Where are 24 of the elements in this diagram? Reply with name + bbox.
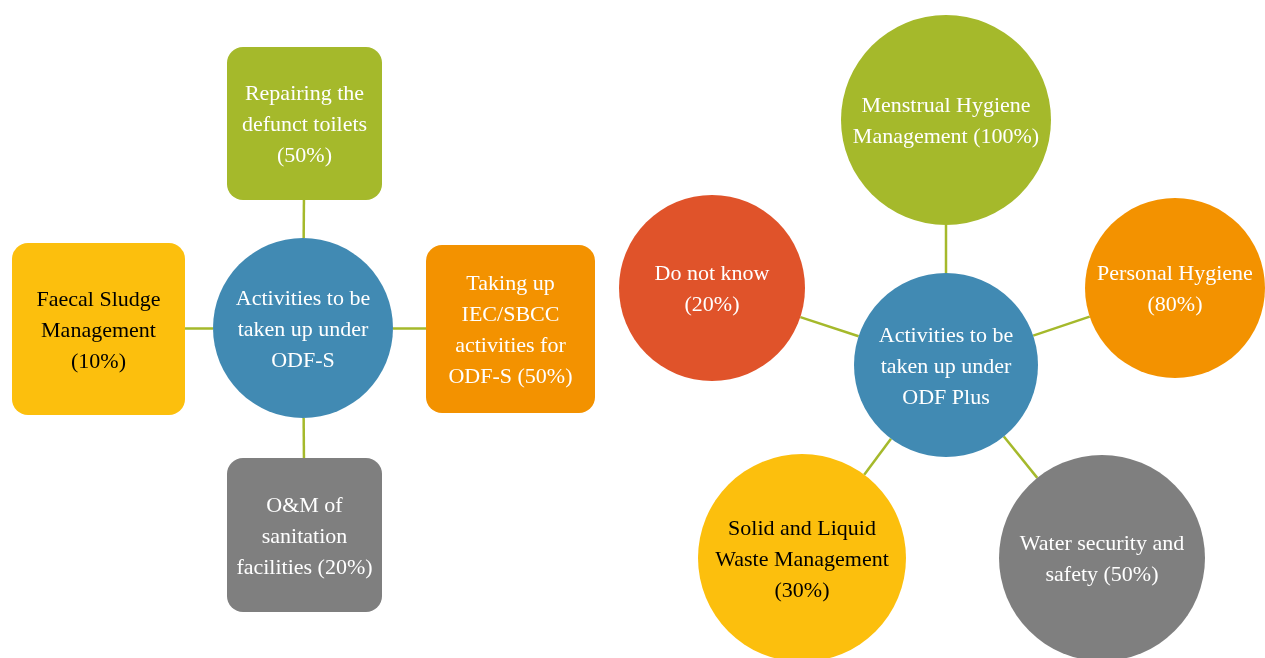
connector-line — [185, 327, 213, 330]
connector-line — [1002, 435, 1039, 479]
connector-line — [1032, 315, 1091, 337]
connector-line — [393, 327, 426, 330]
connector-line — [863, 438, 892, 476]
category-label: O&M of sanitation facilities (20%) — [235, 490, 374, 581]
category-label: Solid and Liquid Waste Management (30%) — [714, 513, 890, 604]
category-label: Personal Hygiene (80%) — [1096, 259, 1254, 318]
category-box — [227, 47, 382, 200]
category-label: Activities to be taken up under ODF-S — [234, 283, 372, 374]
category-box — [227, 458, 382, 612]
category-box — [426, 245, 595, 413]
connector-line — [799, 315, 859, 338]
connector-line — [944, 225, 948, 273]
category-label: Do not know (20%) — [653, 259, 771, 318]
category-label: Water security and safety (50%) — [1018, 529, 1186, 588]
category-label: Faecal Sludge Management (10%) — [35, 284, 162, 375]
category-label: Menstrual Hygiene Management (100%) — [851, 91, 1041, 150]
category-label: Activities to be taken up under ODF Plus — [877, 320, 1015, 411]
connector-line — [302, 418, 306, 458]
category-label: Repairing the defunct toilets (50%) — [240, 79, 369, 169]
connector-line — [302, 200, 306, 238]
category-label: Taking up IEC/SBCC activities for ODF-S (50%) — [447, 269, 574, 390]
category-box — [12, 243, 185, 415]
